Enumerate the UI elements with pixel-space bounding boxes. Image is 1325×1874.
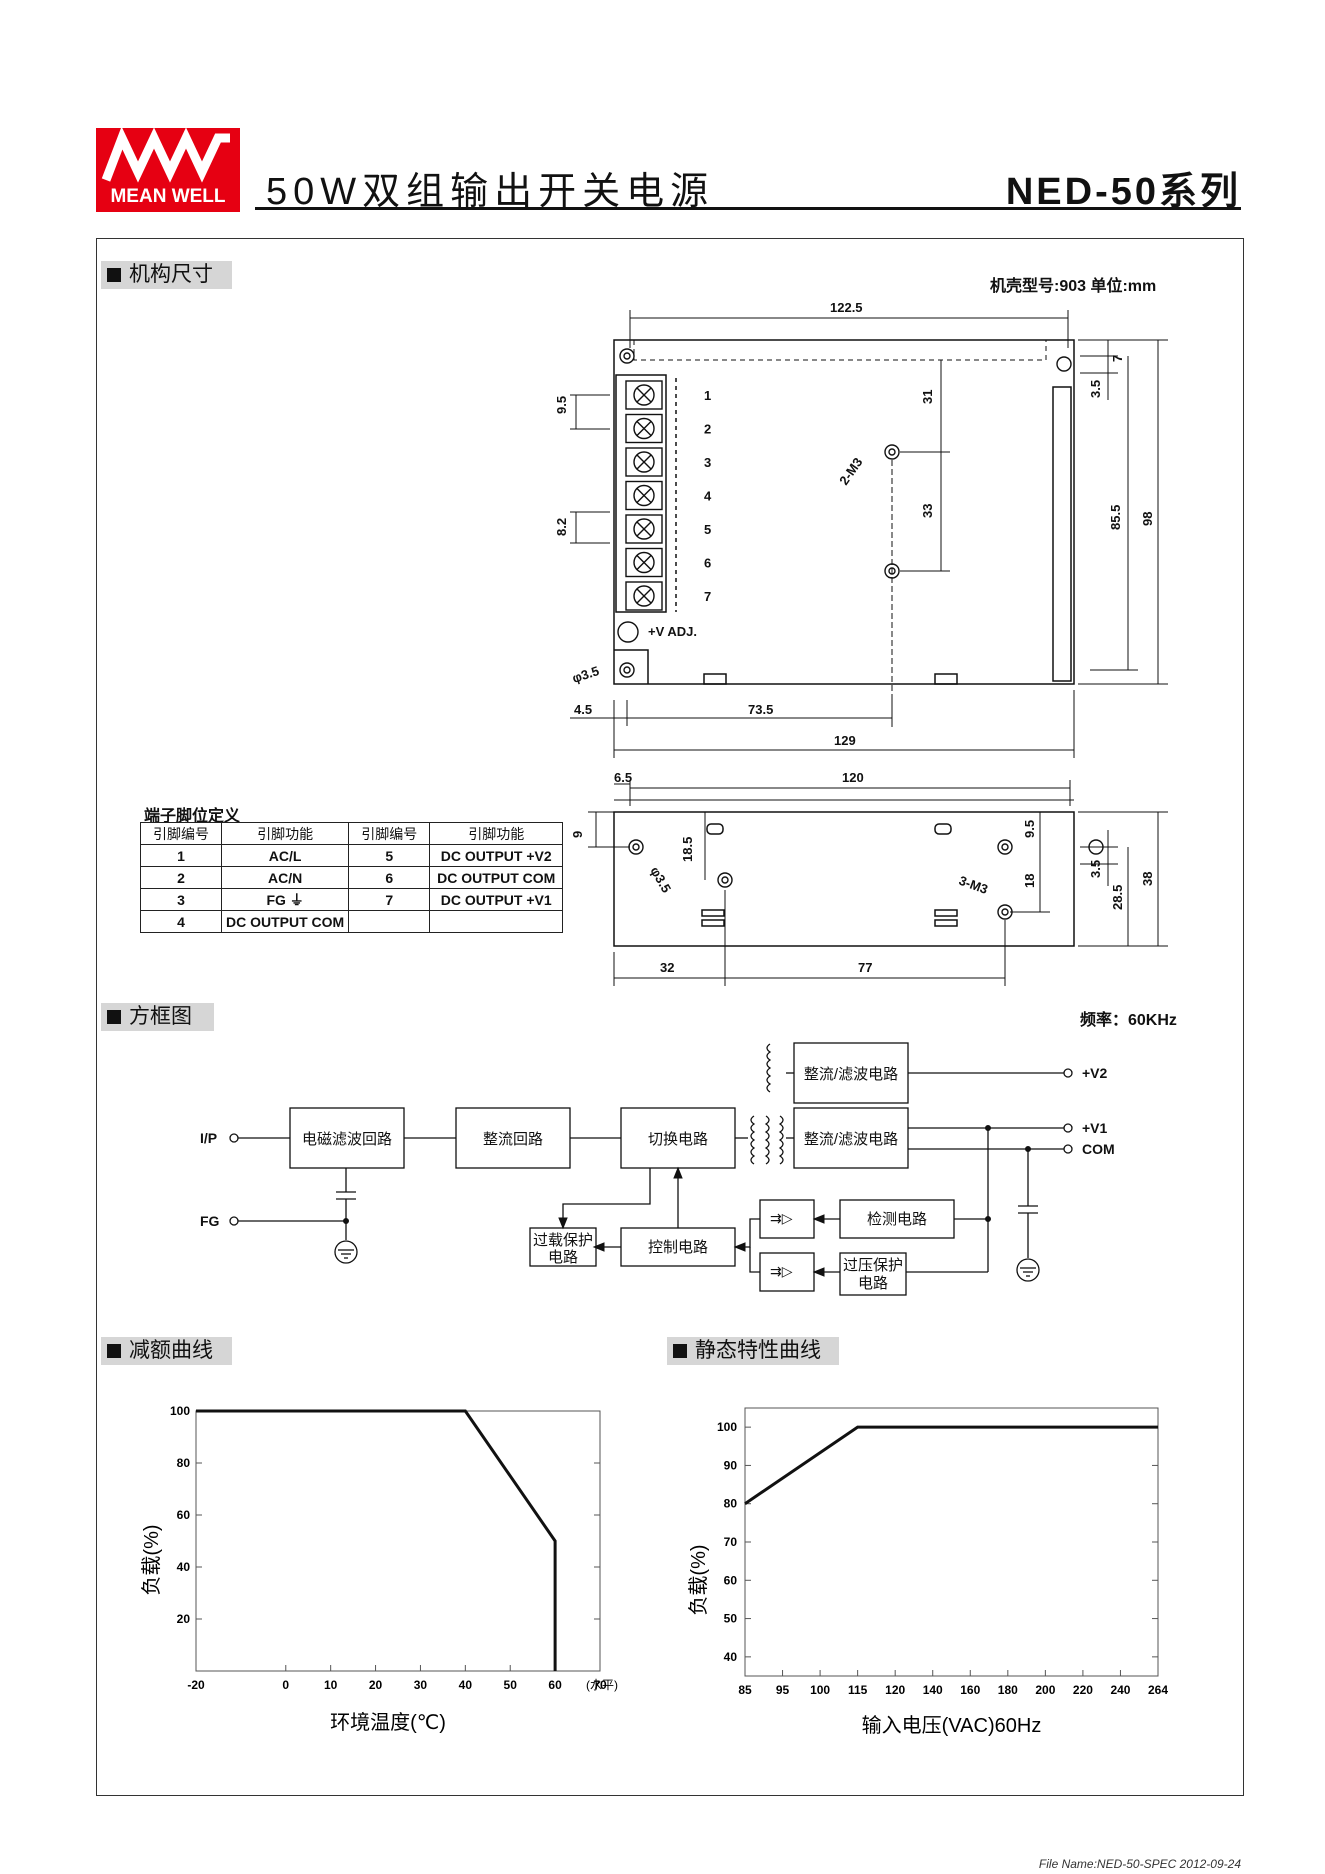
- title-rule: [255, 207, 1241, 210]
- pin-table-title: 端子脚位定义: [144, 808, 241, 825]
- logo-text: MEAN WELL: [110, 186, 226, 207]
- section-label: 减额曲线: [129, 1339, 213, 1362]
- pin-no: 4: [140, 910, 222, 933]
- section-derating: 减额曲线: [101, 1337, 232, 1365]
- section-label: 机构尺寸: [129, 263, 213, 286]
- header-pin-no: 引脚编号: [348, 822, 431, 845]
- pin-function: FG ⏚: [220, 888, 350, 911]
- pin-no: 3: [140, 888, 222, 911]
- header-pin-no: 引脚编号: [140, 822, 222, 845]
- pin-no: 5: [348, 844, 431, 867]
- header-pin-function: 引脚功能: [429, 822, 564, 845]
- header-pin-function: 引脚功能: [220, 822, 350, 845]
- mw-logo-icon: [101, 128, 230, 183]
- case-info: 机壳型号:903 单位:mm: [990, 278, 1157, 295]
- frequency-label: 频率：60KHz: [1080, 1012, 1177, 1029]
- table-row: 2 AC/N 6 DC OUTPUT COM: [140, 866, 564, 889]
- pin-no: 2: [140, 866, 222, 889]
- table-row: 3 FG ⏚ 7 DC OUTPUT +V1: [140, 888, 564, 911]
- section-mechanical: 机构尺寸: [101, 261, 232, 289]
- content-frame: [96, 238, 1244, 1796]
- pin-function: AC/N: [220, 866, 350, 889]
- pin-no: 1: [140, 844, 222, 867]
- footer-file-name: File Name:NED-50-SPEC 2012-09-24: [1038, 1857, 1241, 1871]
- pin-function: [429, 910, 564, 933]
- pin-no: 6: [348, 866, 431, 889]
- meanwell-logo: [96, 128, 240, 212]
- pin-function: DC OUTPUT +V2: [429, 844, 564, 867]
- section-block-diagram: 方框图: [101, 1003, 214, 1031]
- table-row: 1 AC/L 5 DC OUTPUT +V2: [140, 844, 564, 867]
- section-label: 方框图: [129, 1005, 192, 1028]
- table-row: 4 DC OUTPUT COM: [140, 910, 564, 933]
- pin-table-header-row: 引脚编号 引脚功能 引脚编号 引脚功能: [140, 822, 564, 845]
- square-bullet-icon: [673, 1344, 687, 1358]
- pin-function: DC OUTPUT +V1: [429, 888, 564, 911]
- square-bullet-icon: [107, 268, 121, 282]
- pin-function: AC/L: [220, 844, 350, 867]
- square-bullet-icon: [107, 1010, 121, 1024]
- square-bullet-icon: [107, 1344, 121, 1358]
- pin-table: 引脚编号 引脚功能 引脚编号 引脚功能 1 AC/L 5 DC OUTPUT +…: [140, 822, 564, 933]
- series-title: NED-50系列: [1005, 171, 1241, 213]
- section-label: 静态特性曲线: [695, 1339, 821, 1362]
- pin-function: DC OUTPUT COM: [429, 866, 564, 889]
- pin-function: DC OUTPUT COM: [220, 910, 350, 933]
- pin-no: [348, 910, 431, 933]
- pin-no: 7: [348, 888, 431, 911]
- section-static: 静态特性曲线: [667, 1337, 839, 1365]
- document-title: 50W双组输出开关电源: [266, 171, 715, 213]
